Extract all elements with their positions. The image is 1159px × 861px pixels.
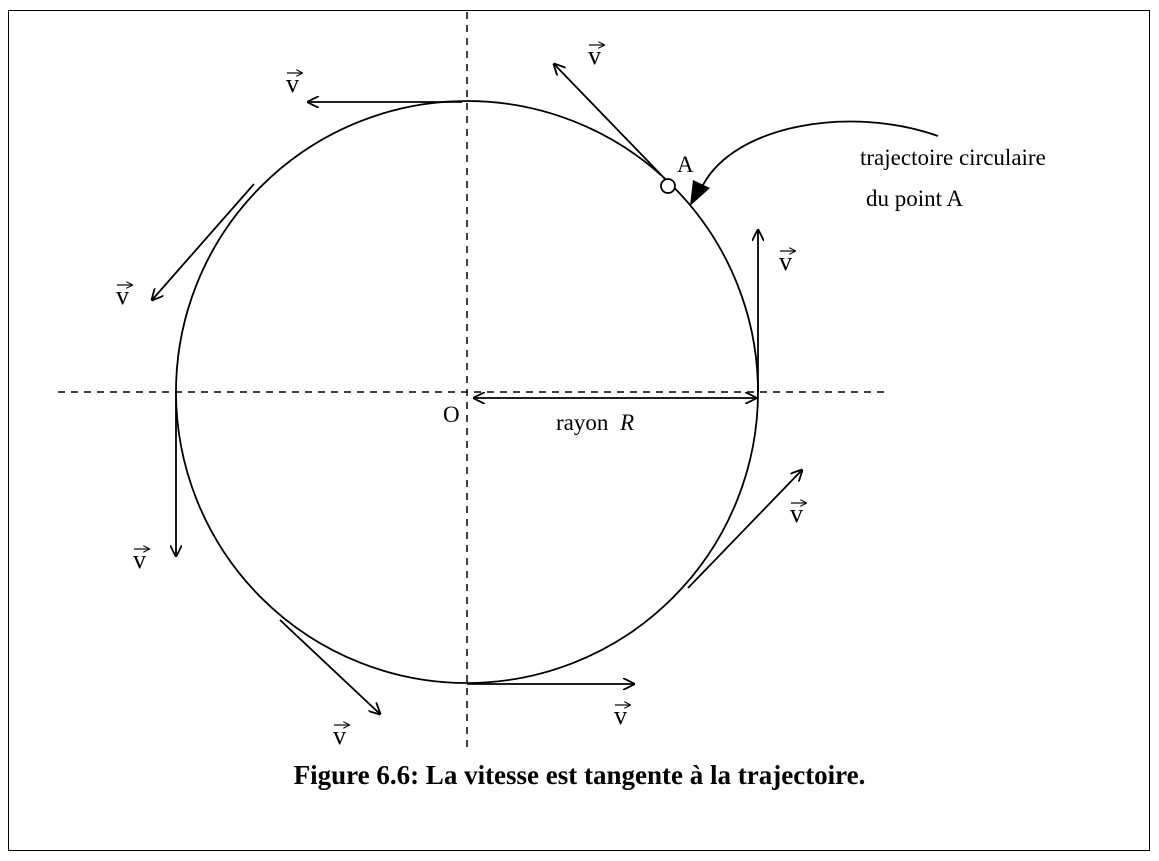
trajectory-label-line1: trajectoire circulaire xyxy=(860,145,1046,170)
svg-text:v: v xyxy=(779,247,792,276)
radius-symbol: R xyxy=(619,410,634,435)
motion-direction-arrow xyxy=(702,120,939,186)
velocity-vector-lower-left xyxy=(279,619,380,714)
figure-caption: Figure 6.6: La vitesse est tangente à la… xyxy=(293,760,866,790)
velocity-label-right: v xyxy=(779,247,795,276)
origin-label: O xyxy=(443,402,460,427)
point-a-marker xyxy=(660,178,676,194)
velocity-label-top: v xyxy=(286,69,302,98)
velocity-label-lower-right: v xyxy=(790,499,806,528)
svg-text:v: v xyxy=(133,545,146,574)
velocity-label-left: v xyxy=(133,545,149,574)
trajectory-label-line2: du point A xyxy=(866,186,964,211)
velocity-vector-point-a xyxy=(554,64,669,183)
svg-text:v: v xyxy=(116,281,129,310)
velocity-vector-lower-right xyxy=(687,470,802,589)
velocity-label-upper-left: v xyxy=(116,281,132,310)
figure-frame xyxy=(8,10,1150,851)
svg-text:v: v xyxy=(790,499,803,528)
radius-label: rayon R xyxy=(556,410,634,435)
point-a-label: A xyxy=(677,152,694,177)
svg-text:v: v xyxy=(588,41,601,70)
motion-direction-arrowhead xyxy=(690,180,710,206)
svg-text:v: v xyxy=(614,701,627,730)
velocity-vector-upper-left xyxy=(152,183,255,300)
velocity-label-lower-left: v xyxy=(333,721,349,750)
svg-text:v: v xyxy=(286,69,299,98)
svg-text:v: v xyxy=(333,721,346,750)
velocity-label-point-a: v xyxy=(588,41,604,70)
radius-word: rayon xyxy=(556,410,609,435)
velocity-vectors xyxy=(152,64,802,714)
velocity-label-bottom: v xyxy=(614,701,630,730)
